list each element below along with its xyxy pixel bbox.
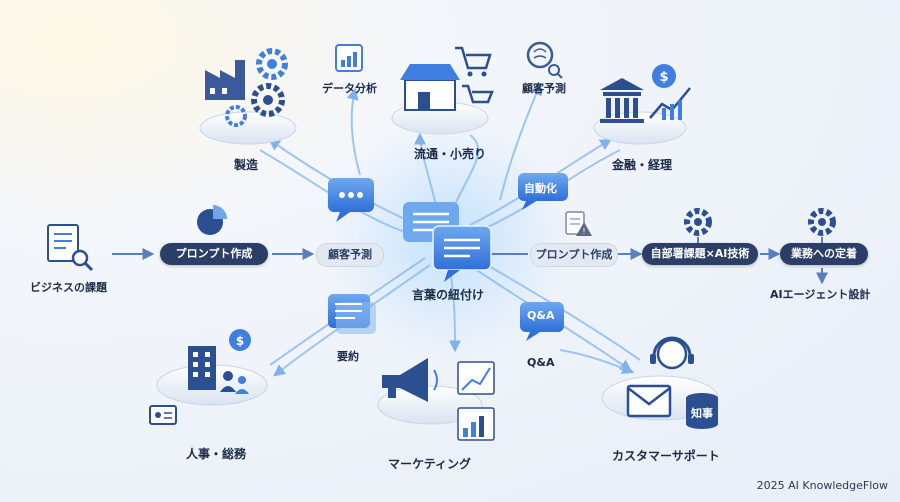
pie-chart-icon [197, 205, 227, 235]
chat-bubble-icon [328, 178, 374, 222]
qa-bubble-text: Q&A [527, 309, 555, 322]
label-hr: 人事・総務 [186, 447, 247, 461]
flow-arrows [112, 237, 828, 285]
building-people-icon: $ [149, 329, 251, 425]
label-automation: 自動化 [524, 182, 557, 195]
label-data-analysis: データ分析 [322, 82, 377, 95]
factory-gears-icon [205, 48, 288, 127]
gear-icon [684, 208, 712, 236]
automation-bubble [518, 173, 568, 210]
label-retail: 流通・小売り [414, 147, 487, 161]
label-support: カスタマーサポート [612, 449, 720, 463]
pill-prompt-right: プロンプト作成 [530, 243, 618, 267]
label-finance: 金融・経理 [612, 158, 673, 172]
pill-adoption: 業務への定着 [780, 243, 868, 265]
warning-document-icon: ! [565, 211, 592, 236]
label-qa: Q&A [527, 356, 555, 369]
label-customer-prediction-top: 顧客予測 [522, 82, 566, 95]
bank-dollar-icon: $ [600, 64, 691, 123]
label-summary: 要約 [337, 350, 359, 363]
pill-customer-prediction: 顧客予測 [316, 243, 384, 267]
pill-dept-ai: 自部署課題×AI技術 [642, 243, 758, 265]
pill-prompt-left: プロンプト作成 [160, 243, 268, 265]
megaphone-chart-icon [382, 358, 495, 441]
label-business-issue: ビジネスの課題 [30, 281, 107, 294]
gear-icon [808, 208, 836, 236]
footer-copyright: 2025 AI KnowledgeFlow [756, 479, 888, 492]
label-manufacturing: 製造 [234, 158, 259, 172]
label-marketing: マーケティング [388, 457, 472, 471]
headset-mail-icon [626, 336, 718, 429]
qa-bubble [520, 302, 564, 341]
label-knowledge: 知事 [691, 407, 713, 420]
store-cart-icon [400, 46, 494, 111]
document-search-icon [47, 224, 94, 272]
brain-search-icon [526, 41, 563, 79]
center-chat-icon [403, 202, 492, 282]
svg-text:$: $ [659, 70, 668, 85]
svg-text:!: ! [582, 227, 585, 236]
summary-bubble-icon [328, 294, 376, 334]
label-agent-design: AIエージェント設計 [770, 288, 871, 301]
label-center: 言葉の紐付け [412, 288, 485, 302]
bar-chart-icon [335, 44, 363, 72]
svg-text:$: $ [236, 334, 244, 348]
